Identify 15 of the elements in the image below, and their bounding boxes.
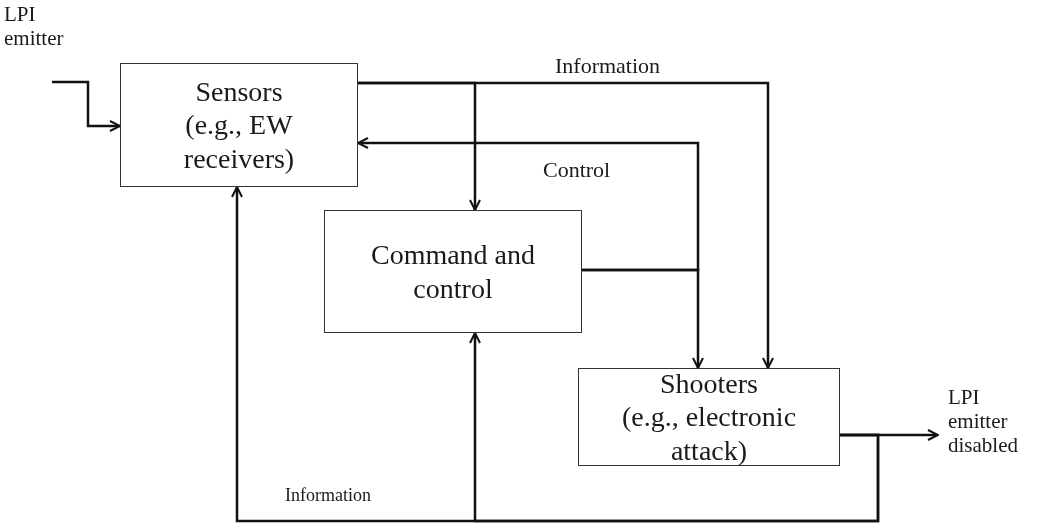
arrow	[358, 81, 774, 369]
box-text: Shooters	[660, 366, 758, 401]
process-box	[578, 368, 840, 466]
arrow	[582, 268, 704, 369]
node-label: LPI emitter disabled	[948, 385, 1028, 458]
process-box	[120, 63, 358, 187]
node-label: LPI emitter	[4, 2, 84, 51]
box-text: Command and control	[369, 237, 537, 306]
process-box	[324, 210, 582, 333]
box-text: (e.g., EW receivers)	[182, 108, 296, 176]
arrow	[469, 332, 880, 523]
box-text: (e.g., electronic attack)	[620, 400, 798, 468]
box-text: Sensors	[195, 74, 283, 109]
arrow	[52, 80, 121, 132]
arrow	[357, 137, 700, 272]
